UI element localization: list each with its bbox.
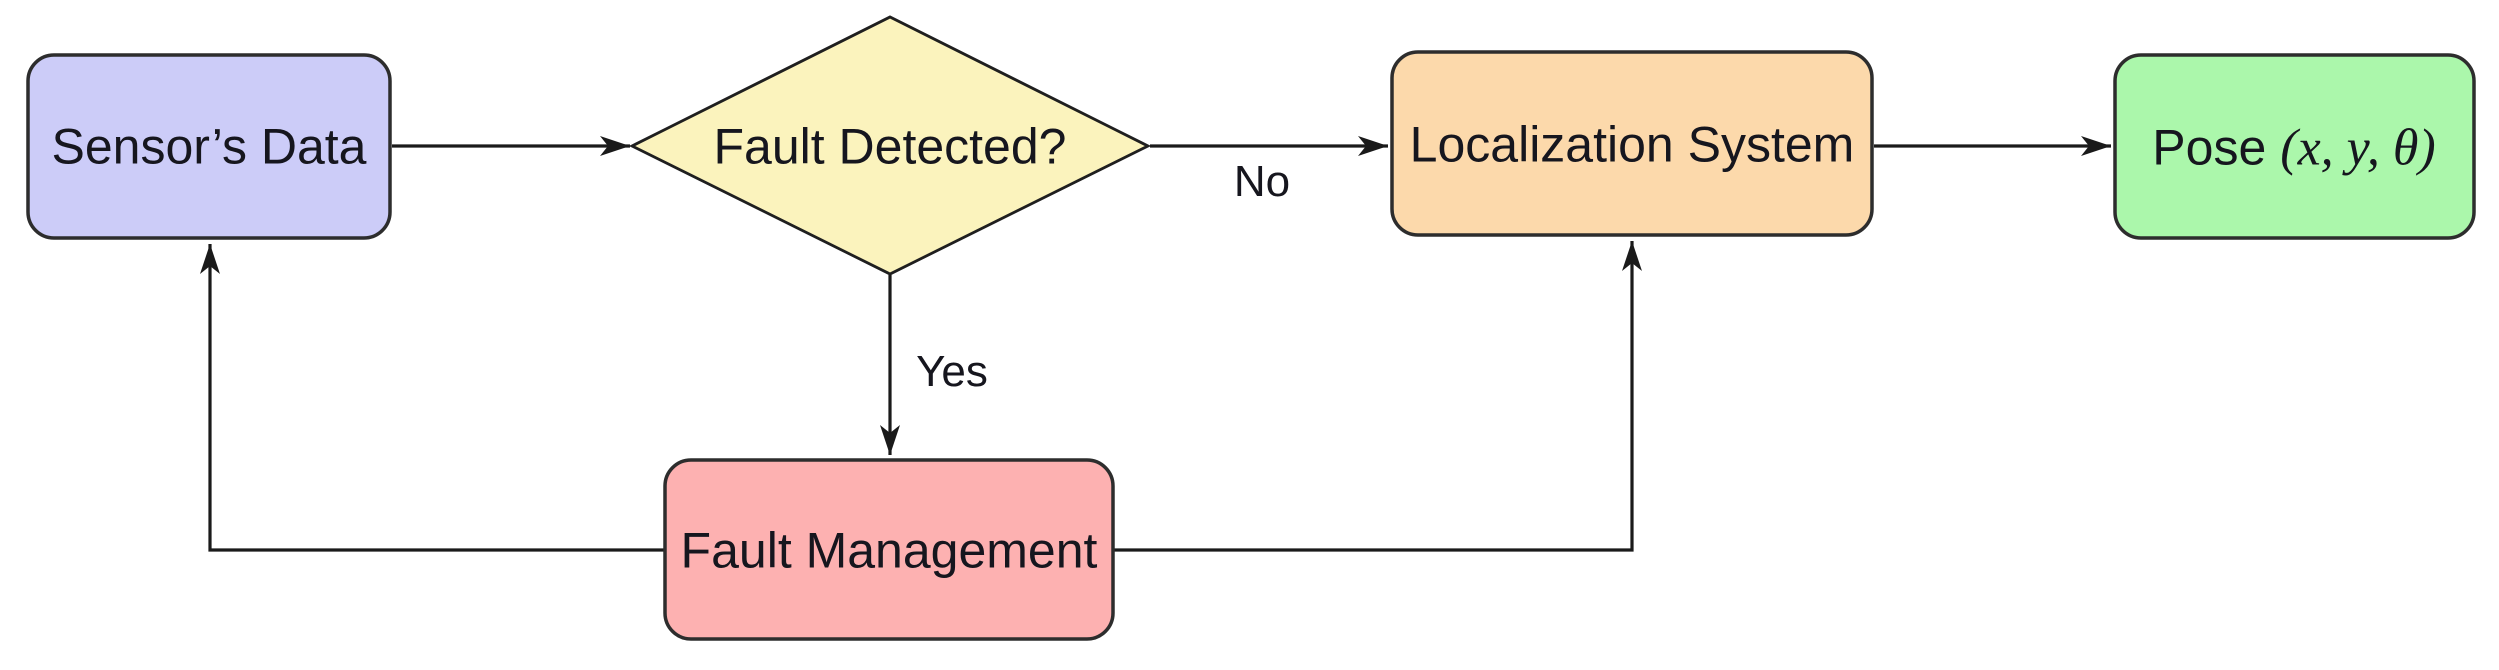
pose-label: Pose(x, y, θ) <box>2152 120 2435 177</box>
node-sensor-data: Sensor’s Data <box>26 53 392 240</box>
edge-label-yes: Yes <box>916 347 988 396</box>
fault-management-box <box>663 458 1115 641</box>
node-localization-system: Localization System <box>1390 50 1874 237</box>
fault-detected-label: Fault Detected? <box>714 119 1067 175</box>
edge-fault-management-to-sensor <box>200 244 665 552</box>
node-fault-management: Fault Management <box>663 458 1115 641</box>
node-pose: Pose(x, y, θ) <box>2113 53 2476 240</box>
edge-label-no: No <box>1234 157 1290 206</box>
localization-system-box <box>1390 50 1874 237</box>
pose-box <box>2113 53 2476 240</box>
pose-label-word: Pose <box>2152 120 2266 176</box>
edge-fault-management-to-localization <box>1113 241 1642 552</box>
pose-label-math: (x, y, θ) <box>2280 120 2435 177</box>
fault-detected-diamond <box>628 15 1152 276</box>
node-fault-detected: Fault Detected? <box>628 15 1152 276</box>
localization-system-label: Localization System <box>1410 117 1855 173</box>
sensor-data-box <box>26 53 392 240</box>
sensor-data-label: Sensor’s Data <box>52 119 367 175</box>
fault-management-label: Fault Management <box>681 523 1098 579</box>
